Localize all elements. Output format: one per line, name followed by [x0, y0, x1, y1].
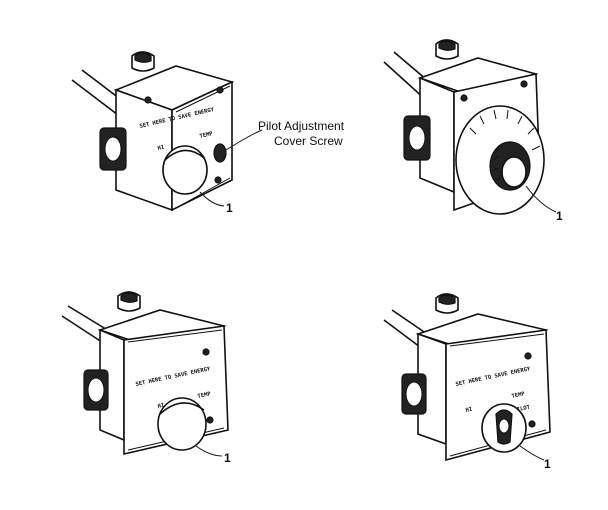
hi-label: HI: [157, 145, 165, 152]
temp-label: TEMP: [197, 391, 212, 400]
callout-line1: Pilot Adjustment: [258, 119, 345, 133]
hi-label: HI: [157, 403, 165, 410]
valve-top-right: 1: [383, 39, 563, 223]
temp-label: TEMP: [199, 131, 214, 140]
pilot-cover-screw[interactable]: [213, 143, 227, 163]
valve-bottom-left: SET HERE TO SAVE ENERGY HI TEMP 1: [61, 291, 231, 465]
valve-bottom-right: SET HERE TO SAVE ENERGY HI TEMP PILOT 1: [383, 293, 551, 471]
callout-line2: Cover Screw: [274, 134, 343, 148]
temperature-dial[interactable]: [162, 145, 208, 195]
hi-label: HI: [465, 407, 473, 414]
pilot-label: PILOT: [513, 405, 531, 414]
item-number: 1: [556, 209, 563, 223]
item-number: 1: [226, 201, 233, 215]
item-number: 1: [544, 457, 551, 471]
item-number: 1: [224, 451, 231, 465]
temp-label: TEMP: [511, 391, 526, 400]
valve-top-left: SET HERE TO SAVE ENERGY HI TEMP Pilot Ad…: [71, 51, 345, 215]
temperature-dial[interactable]: [157, 397, 207, 451]
